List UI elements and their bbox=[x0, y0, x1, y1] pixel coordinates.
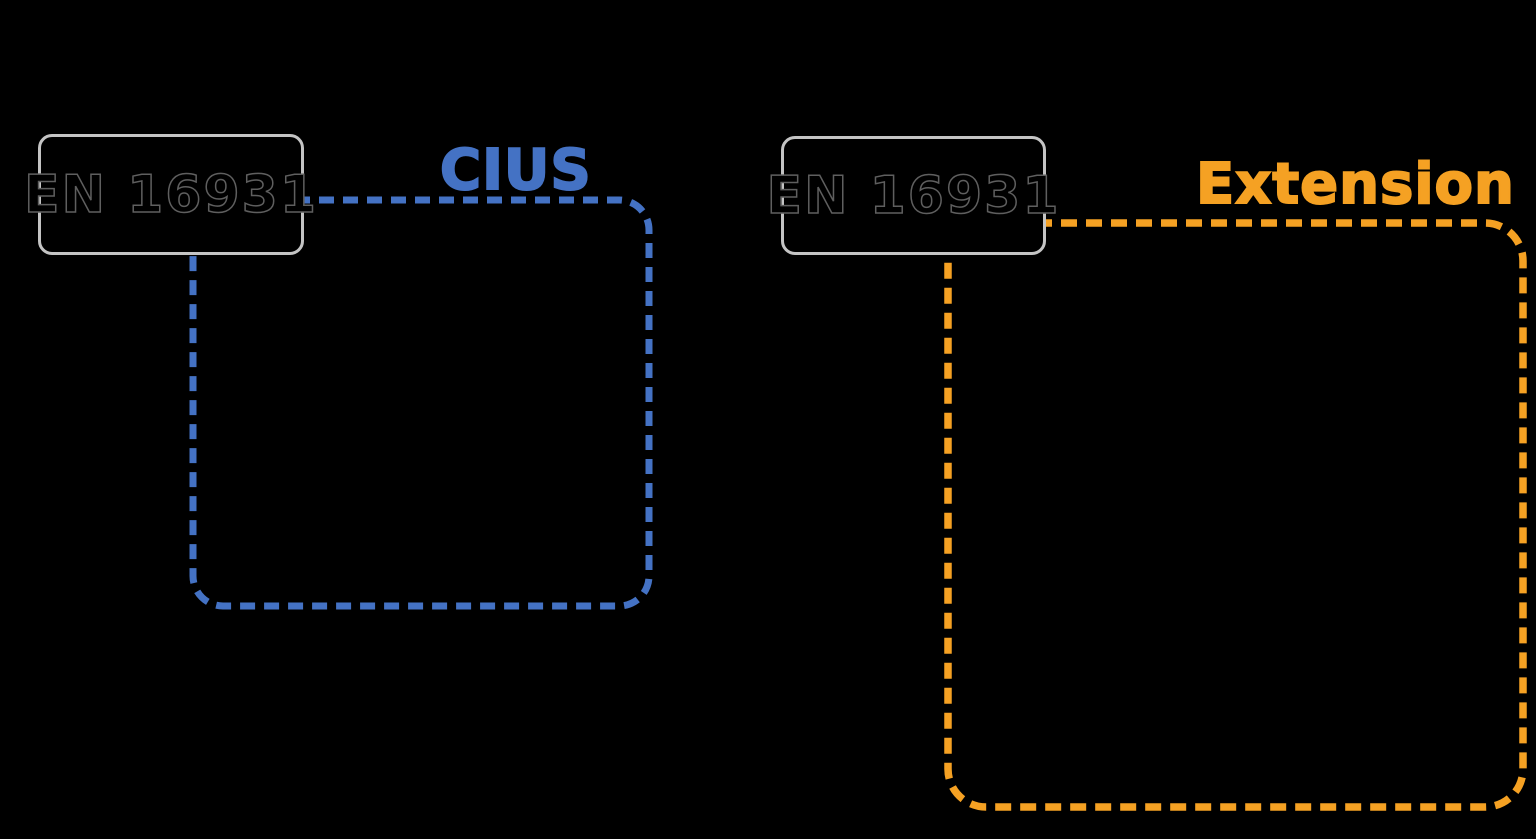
en16931-box-extension: EN 16931 bbox=[766, 136, 1059, 255]
en16931-label-extension: EN 16931 bbox=[766, 165, 1061, 227]
cius-scope-dashed-box bbox=[189, 196, 653, 610]
en16931-label-cius: EN 16931 bbox=[23, 164, 319, 226]
en16931-box-cius: EN 16931 bbox=[23, 134, 317, 255]
extension-scope-dashed-box bbox=[944, 219, 1527, 811]
cius-label: CIUS bbox=[439, 137, 592, 204]
extension-label: Extension bbox=[1195, 151, 1515, 218]
